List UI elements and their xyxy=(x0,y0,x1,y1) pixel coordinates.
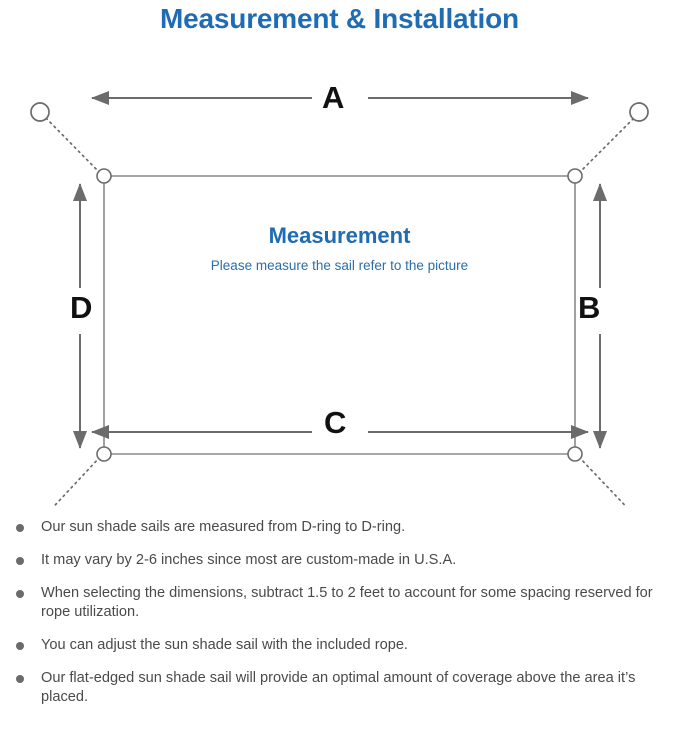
anchor-point-top-right xyxy=(629,102,649,122)
d-ring-top-left xyxy=(96,168,112,184)
d-ring-bottom-right xyxy=(567,446,583,462)
notes-list: Our sun shade sails are measured from D-… xyxy=(0,518,679,721)
rope-line-top-left xyxy=(43,115,101,174)
rope-lines xyxy=(43,115,637,506)
diagram-svg xyxy=(30,91,649,506)
list-item: Our sun shade sails are measured from D-… xyxy=(12,518,667,537)
diagram-center-caption: Measurement Please measure the sail refe… xyxy=(104,222,575,276)
anchor-points xyxy=(30,102,649,122)
page-title: Measurement & Installation xyxy=(160,3,519,34)
list-item: It may vary by 2-6 inches since most are… xyxy=(12,551,667,570)
list-item: Our flat-edged sun shade sail will provi… xyxy=(12,669,667,707)
d-ring-top-right xyxy=(567,168,583,184)
rope-line-bottom-right xyxy=(578,456,627,506)
anchor-point-top-left xyxy=(30,102,50,122)
note-text: You can adjust the sun shade sail with t… xyxy=(41,637,408,653)
note-text: Our sun shade sails are measured from D-… xyxy=(41,519,406,535)
bullet-icon xyxy=(16,590,24,598)
measurement-diagram: A B C D Measurement Please measure the s… xyxy=(0,36,679,506)
list-item: When selecting the dimensions, subtract … xyxy=(12,584,667,622)
dimension-label-d: D xyxy=(70,290,93,325)
diagram-center-subtext: Please measure the sail refer to the pic… xyxy=(210,258,469,273)
dimension-label-b: B xyxy=(578,290,601,325)
rope-line-bottom-left xyxy=(53,456,101,506)
d-ring-bottom-left xyxy=(96,446,112,462)
bullet-icon xyxy=(16,557,24,565)
bullet-icon xyxy=(16,642,24,650)
dimension-label-c: C xyxy=(324,405,347,440)
dimension-label-a: A xyxy=(322,80,345,115)
bullet-icon xyxy=(16,524,24,532)
note-text: It may vary by 2-6 inches since most are… xyxy=(41,552,457,568)
note-text: When selecting the dimensions, subtract … xyxy=(41,585,653,620)
diagram-center-heading: Measurement xyxy=(268,223,411,248)
bullet-icon xyxy=(16,675,24,683)
list-item: You can adjust the sun shade sail with t… xyxy=(12,636,667,655)
rope-line-top-right xyxy=(578,115,637,174)
d-rings xyxy=(96,168,583,462)
sail-body xyxy=(103,175,576,455)
note-text: Our flat-edged sun shade sail will provi… xyxy=(41,670,636,705)
sail-rectangle xyxy=(103,175,576,455)
